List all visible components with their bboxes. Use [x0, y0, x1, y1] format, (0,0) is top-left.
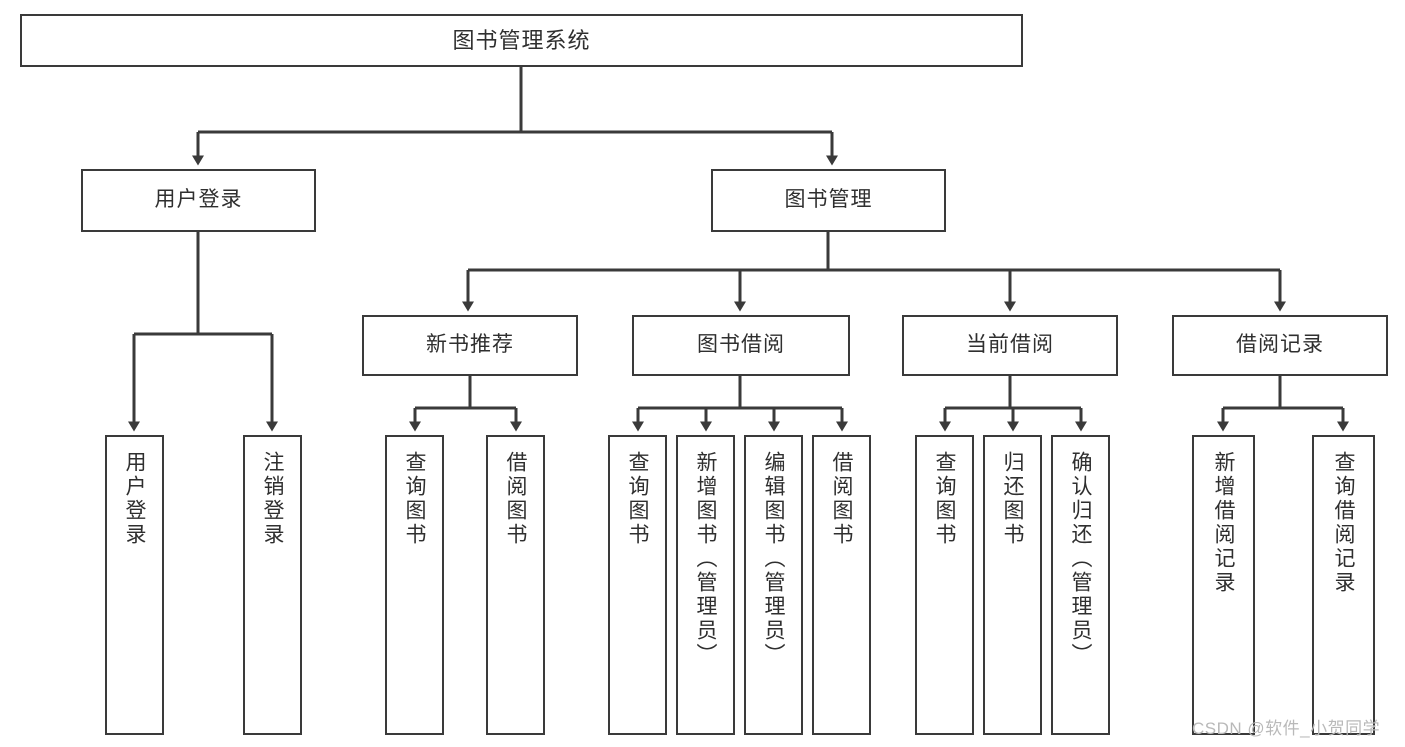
- leaf-query-borrow-record-label: 查询借阅记录: [1332, 451, 1355, 595]
- node-new-book-recommend[interactable]: 新书推荐: [362, 315, 578, 376]
- leaf-edit-book-admin[interactable]: 编辑图书（管理员）: [744, 435, 803, 735]
- leaf-query-borrow-record[interactable]: 查询借阅记录: [1312, 435, 1375, 735]
- node-root-label: 图书管理系统: [452, 27, 591, 53]
- node-borrow-record[interactable]: 借阅记录: [1172, 315, 1388, 376]
- leaf-query-book-borrow-label: 查询图书: [626, 451, 649, 547]
- leaf-borrow-book[interactable]: 借阅图书: [812, 435, 871, 735]
- leaf-add-book-admin[interactable]: 新增图书（管理员）: [676, 435, 735, 735]
- leaf-return-book[interactable]: 归还图书: [983, 435, 1042, 735]
- leaf-confirm-return-admin-label: 确认归还（管理员）: [1069, 451, 1092, 667]
- node-user-login-label: 用户登录: [154, 188, 243, 212]
- leaf-add-borrow-record-label: 新增借阅记录: [1212, 451, 1235, 595]
- leaf-borrow-book-label: 借阅图书: [830, 451, 853, 547]
- node-book-borrow[interactable]: 图书借阅: [632, 315, 850, 376]
- leaf-query-book-borrow[interactable]: 查询图书: [608, 435, 667, 735]
- leaf-user-login-label: 用户登录: [123, 451, 146, 547]
- leaf-add-borrow-record[interactable]: 新增借阅记录: [1192, 435, 1255, 735]
- leaf-borrow-book-newbook[interactable]: 借阅图书: [486, 435, 545, 735]
- leaf-query-book-current[interactable]: 查询图书: [915, 435, 974, 735]
- leaf-confirm-return-admin[interactable]: 确认归还（管理员）: [1051, 435, 1110, 735]
- leaf-query-book-newbook-label: 查询图书: [403, 451, 426, 547]
- node-current-borrow[interactable]: 当前借阅: [902, 315, 1118, 376]
- leaf-logout[interactable]: 注销登录: [243, 435, 302, 735]
- node-current-borrow-label: 当前借阅: [966, 333, 1054, 357]
- leaf-user-login[interactable]: 用户登录: [105, 435, 164, 735]
- leaf-add-book-admin-label: 新增图书（管理员）: [694, 451, 717, 667]
- leaf-edit-book-admin-label: 编辑图书（管理员）: [762, 451, 785, 667]
- leaf-logout-label: 注销登录: [261, 451, 284, 547]
- leaf-return-book-label: 归还图书: [1001, 451, 1024, 547]
- node-book-management[interactable]: 图书管理: [711, 169, 946, 232]
- node-borrow-record-label: 借阅记录: [1236, 333, 1324, 357]
- leaf-query-book-newbook[interactable]: 查询图书: [385, 435, 444, 735]
- node-user-login[interactable]: 用户登录: [81, 169, 316, 232]
- node-book-management-label: 图书管理: [784, 188, 873, 212]
- node-book-borrow-label: 图书借阅: [697, 333, 785, 357]
- node-root[interactable]: 图书管理系统: [20, 14, 1023, 67]
- leaf-borrow-book-newbook-label: 借阅图书: [504, 451, 527, 547]
- leaf-query-book-current-label: 查询图书: [933, 451, 956, 547]
- node-new-book-recommend-label: 新书推荐: [426, 333, 514, 357]
